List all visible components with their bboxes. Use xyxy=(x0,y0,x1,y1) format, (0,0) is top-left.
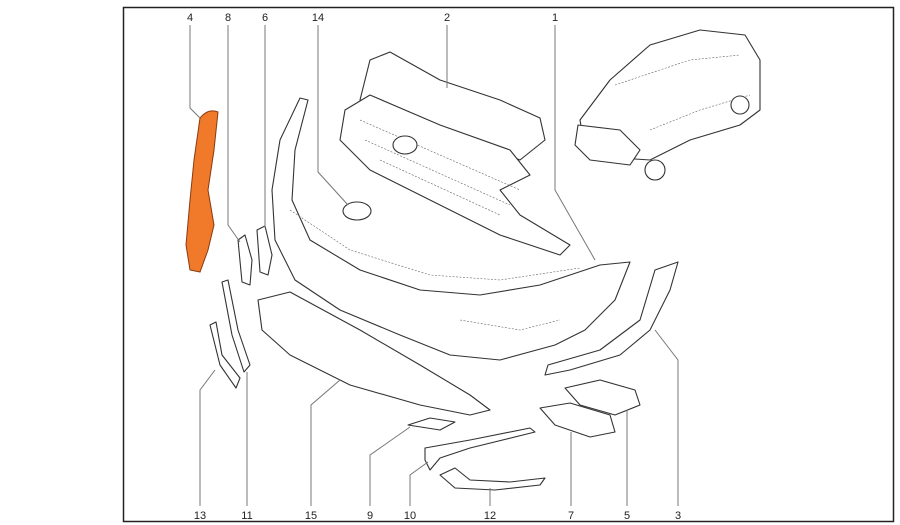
callout-11: 11 xyxy=(241,510,252,522)
callout-2: 2 xyxy=(444,12,450,24)
grille-emblem xyxy=(392,135,418,155)
callout-12: 12 xyxy=(484,510,496,522)
part-15-lower-spoiler[interactable] xyxy=(257,291,491,416)
callout-9: 9 xyxy=(367,510,373,522)
callout-5: 5 xyxy=(624,510,630,522)
part-9-trim[interactable] xyxy=(407,417,456,431)
callout-10: 10 xyxy=(404,510,416,522)
callout-8: 8 xyxy=(225,12,231,24)
part-grille[interactable] xyxy=(339,94,571,256)
callout-3: 3 xyxy=(675,510,681,522)
callouts-bottom: 13 11 15 9 10 12 7 5 3 xyxy=(194,329,681,522)
part-4-bracket-highlighted[interactable] xyxy=(185,110,219,273)
callout-13: 13 xyxy=(194,510,206,522)
callout-6: 6 xyxy=(262,12,268,24)
part-14-emblem[interactable] xyxy=(342,201,372,221)
part-3-molding-right[interactable] xyxy=(544,261,679,376)
part-13-strip[interactable] xyxy=(209,321,241,389)
callout-1: 1 xyxy=(552,12,558,24)
part-11-strip[interactable] xyxy=(221,279,251,373)
vehicle-thumbnail xyxy=(574,29,761,181)
callout-7: 7 xyxy=(568,510,574,522)
callout-14: 14 xyxy=(312,12,324,24)
callouts-top: 4 8 6 14 2 1 xyxy=(187,12,596,261)
part-5-fog-cover[interactable] xyxy=(564,379,641,416)
diagram-frame xyxy=(122,6,895,523)
callout-15: 15 xyxy=(305,510,317,522)
part-12-trim[interactable] xyxy=(439,467,546,491)
callout-4: 4 xyxy=(187,12,193,24)
part-7-fog-cover[interactable] xyxy=(539,402,616,438)
part-1-bumper[interactable] xyxy=(271,97,631,361)
part-8-bracket[interactable] xyxy=(237,234,253,286)
part-6-bracket[interactable] xyxy=(256,225,273,276)
